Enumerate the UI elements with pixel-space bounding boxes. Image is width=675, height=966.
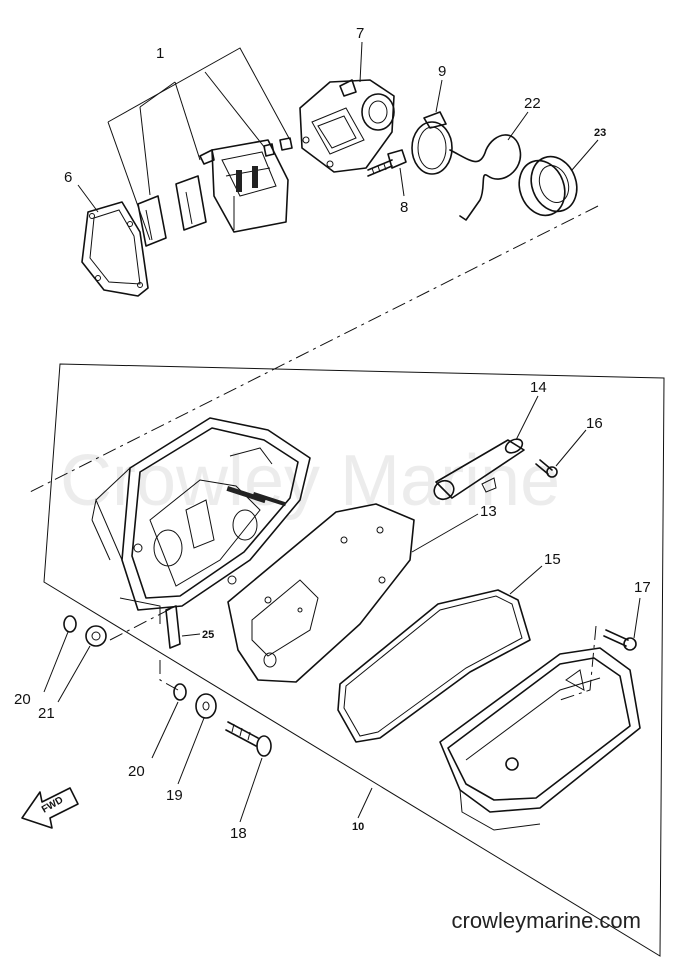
callout-22: 22 — [524, 95, 541, 112]
hose-clamp-part-9 — [411, 111, 453, 175]
callout-19: 19 — [166, 787, 183, 804]
spring-clip-part-22 — [449, 134, 522, 221]
callout-9: 9 — [438, 63, 446, 80]
callout-20-center: 20 — [128, 763, 145, 780]
callout-6: 6 — [64, 169, 72, 186]
part-1-leader-bracket — [107, 47, 291, 241]
bolt-part-18 — [225, 721, 272, 757]
callout-10: 10 — [352, 821, 364, 833]
forward-direction-arrow: FWD — [21, 787, 79, 829]
callout-20-left: 20 — [14, 691, 31, 708]
callout-23: 23 — [594, 127, 606, 139]
gasket-plate-part-13 — [227, 503, 415, 683]
small-screw-top — [263, 137, 293, 157]
partition-plate-part-25 — [119, 597, 181, 649]
callout-21: 21 — [38, 705, 55, 722]
grommet-part-20-center — [173, 683, 187, 701]
callout-16: 16 — [586, 415, 603, 432]
screw-part-17 — [603, 629, 637, 651]
callout-13: 13 — [480, 503, 497, 520]
callout-7: 7 — [356, 25, 364, 42]
callout-1: 1 — [156, 45, 164, 62]
bolt-part-8 — [367, 149, 407, 177]
reed-petal-right — [175, 175, 207, 231]
callout-15: 15 — [544, 551, 561, 568]
grommet-part-20-left — [63, 615, 77, 633]
callout-8: 8 — [400, 199, 408, 216]
washer-part-19 — [195, 693, 217, 719]
reed-block — [199, 139, 289, 233]
alignment-line-cover — [559, 625, 597, 701]
callout-14: 14 — [530, 379, 547, 396]
alignment-line-upper — [29, 205, 599, 493]
intake-tube-part-14 — [433, 438, 525, 501]
callout-18: 18 — [230, 825, 247, 842]
screw-part-16 — [535, 459, 558, 478]
alignment-line-bolt — [159, 660, 179, 691]
air-box-cover — [439, 647, 641, 831]
air-box-housing-part-10 — [91, 417, 311, 611]
intake-manifold-part-7 — [299, 79, 395, 173]
assembly-reference-plane — [43, 363, 665, 957]
site-credit: crowleymarine.com — [451, 908, 642, 933]
callout-25: 25 — [202, 629, 214, 641]
collar-part-21 — [85, 625, 107, 647]
rubber-seal-part-23 — [518, 155, 578, 217]
reed-petal-left — [137, 195, 167, 247]
callout-17: 17 — [634, 579, 651, 596]
alignment-line-grommet — [109, 605, 177, 641]
gasket-part-6 — [81, 201, 149, 297]
seal-ring-part-15 — [337, 589, 531, 743]
